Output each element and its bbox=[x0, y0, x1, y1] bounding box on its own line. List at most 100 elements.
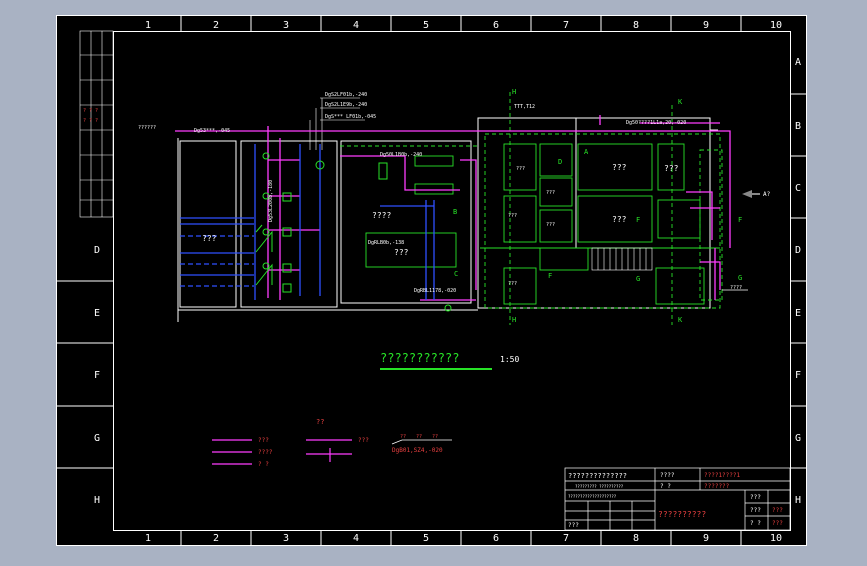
col-label: 7 bbox=[563, 533, 569, 544]
col-label: 3 bbox=[283, 20, 289, 31]
marker: H bbox=[512, 88, 516, 96]
legend-title: ?? bbox=[316, 418, 324, 426]
row-label: H bbox=[795, 495, 801, 506]
col-label: 1 bbox=[145, 533, 151, 544]
room-label: ??? bbox=[508, 213, 517, 219]
tb-cell: ???????????????????? bbox=[568, 494, 617, 499]
room-label: ??? bbox=[664, 164, 679, 173]
marker: H bbox=[512, 316, 516, 324]
inlet-arrow-right: A? bbox=[742, 190, 771, 198]
pipe-label: DgS2LF01b,-240 bbox=[325, 92, 367, 98]
legend-item: ??? bbox=[258, 437, 269, 444]
room-label: ??? bbox=[546, 222, 555, 228]
col-label: 2 bbox=[213, 20, 219, 31]
col-label: 8 bbox=[633, 533, 639, 544]
tb-cell: ??? bbox=[772, 520, 783, 527]
room-label: ???? bbox=[372, 211, 391, 220]
row-label: F bbox=[94, 370, 100, 381]
marker: C bbox=[454, 270, 458, 278]
section-markers: A B C D F F G H H K K F G bbox=[453, 88, 742, 324]
row-label: F bbox=[795, 370, 801, 381]
col-label: 4 bbox=[353, 20, 359, 31]
col-label: 10 bbox=[770, 533, 782, 544]
pipe-label: ?????? bbox=[138, 125, 156, 131]
drawing-scale: 1:50 bbox=[500, 355, 519, 364]
sheet-background bbox=[56, 15, 807, 546]
outlet-arrow-right: ???? bbox=[722, 285, 748, 291]
marker: A bbox=[584, 148, 589, 156]
row-label: G bbox=[795, 433, 801, 444]
pipe-labels-top: DgS2LF01b,-240 DgS2L1E9b,-240 DgS*** LF0… bbox=[325, 92, 376, 120]
col-label: 3 bbox=[283, 533, 289, 544]
pipe-label: Dg53L200b,-180 bbox=[268, 180, 274, 222]
tb-cell: ??????? bbox=[704, 483, 730, 490]
marker: F bbox=[738, 216, 742, 224]
row-label: A bbox=[795, 57, 801, 68]
row-label: G bbox=[94, 433, 100, 444]
col-label: 9 bbox=[703, 533, 709, 544]
tb-cell: ???? bbox=[660, 472, 675, 479]
pipe-label: Dg53***,-045 bbox=[194, 128, 230, 134]
marker: F bbox=[636, 216, 640, 224]
room-label: ??? bbox=[612, 215, 627, 224]
leader-lines bbox=[309, 97, 365, 150]
arrow-label: A? bbox=[763, 191, 771, 198]
equipment-symbols bbox=[255, 152, 452, 312]
tb-cell: ??? bbox=[772, 507, 783, 514]
row-label: D bbox=[94, 245, 100, 256]
legend: ??? ???? ? ? ??? DgB01,SZ4,-020 ?? ?? ?? bbox=[212, 434, 452, 468]
row-label: E bbox=[94, 308, 100, 319]
arrow-label: ???? bbox=[730, 285, 742, 291]
tb-cell: ??? bbox=[750, 507, 761, 514]
tb-cell: ??? bbox=[568, 522, 579, 529]
col-label: 5 bbox=[423, 20, 429, 31]
col-label: 5 bbox=[423, 533, 429, 544]
pipe-label: TTT,T12 bbox=[514, 104, 535, 110]
room-label: ??? bbox=[394, 248, 409, 257]
row-labels-left: D E F G H bbox=[94, 245, 100, 506]
col-label: 4 bbox=[353, 533, 359, 544]
pipe-label: Dg50L1B0b,-240 bbox=[380, 152, 422, 158]
marker: G bbox=[636, 275, 640, 283]
legend-sample: DgB01,SZ4,-020 bbox=[392, 447, 443, 454]
legend-mark: ?? bbox=[416, 434, 422, 440]
main-title: ??????????? bbox=[380, 351, 459, 365]
magenta-pipes bbox=[175, 115, 731, 301]
legend-item: ??? bbox=[358, 437, 369, 444]
room-label: ??? bbox=[612, 163, 627, 172]
tb-cell: ????????? ?????????? bbox=[575, 484, 624, 489]
column-ticks bbox=[57, 16, 806, 545]
pipe-label: Dg50????1L1a,20,-020 bbox=[626, 120, 686, 126]
col-label: 6 bbox=[493, 20, 499, 31]
legend-mark: ?? bbox=[432, 434, 438, 440]
inner-border bbox=[113, 31, 791, 531]
marker: K bbox=[678, 98, 683, 106]
room-label: ??? bbox=[508, 281, 517, 287]
title-block-text: ?????????????? ???? ????1????1 ? ? ?????… bbox=[568, 472, 783, 529]
outer-border bbox=[56, 15, 807, 546]
legend-item: ? ? bbox=[258, 461, 269, 468]
legend-mark: ?? bbox=[400, 434, 406, 440]
marker: G bbox=[738, 274, 742, 282]
room-label: ??? bbox=[516, 166, 525, 172]
tb-cell: ? ? bbox=[750, 520, 761, 527]
tb-cell: ????1????1 bbox=[704, 472, 741, 479]
column-labels-top: 1 2 3 4 5 6 7 8 9 10 bbox=[145, 20, 782, 31]
row-label: H bbox=[94, 495, 100, 506]
svg-text:? ? ?: ? ? ? bbox=[83, 108, 98, 114]
svg-text:? ? ?: ? ? ? bbox=[83, 118, 98, 124]
marker: D bbox=[558, 158, 562, 166]
row-labels-right: A B C D E F G H bbox=[795, 57, 801, 506]
blue-pipes bbox=[180, 144, 435, 300]
col-label: 9 bbox=[703, 20, 709, 31]
room-labels: ??? ???? ??? ??? ??? ??? bbox=[202, 163, 679, 257]
legend-item: ???? bbox=[258, 449, 273, 456]
pipe-label: DgRLB0b,-138 bbox=[368, 240, 404, 246]
row-label: C bbox=[795, 183, 801, 194]
column-labels-bottom: 1 2 3 4 5 6 7 8 9 10 bbox=[145, 533, 782, 544]
pipe-label: DgS2L1E9b,-240 bbox=[325, 102, 367, 108]
row-label: B bbox=[795, 121, 801, 132]
project-name: ?????????????? bbox=[568, 472, 627, 480]
